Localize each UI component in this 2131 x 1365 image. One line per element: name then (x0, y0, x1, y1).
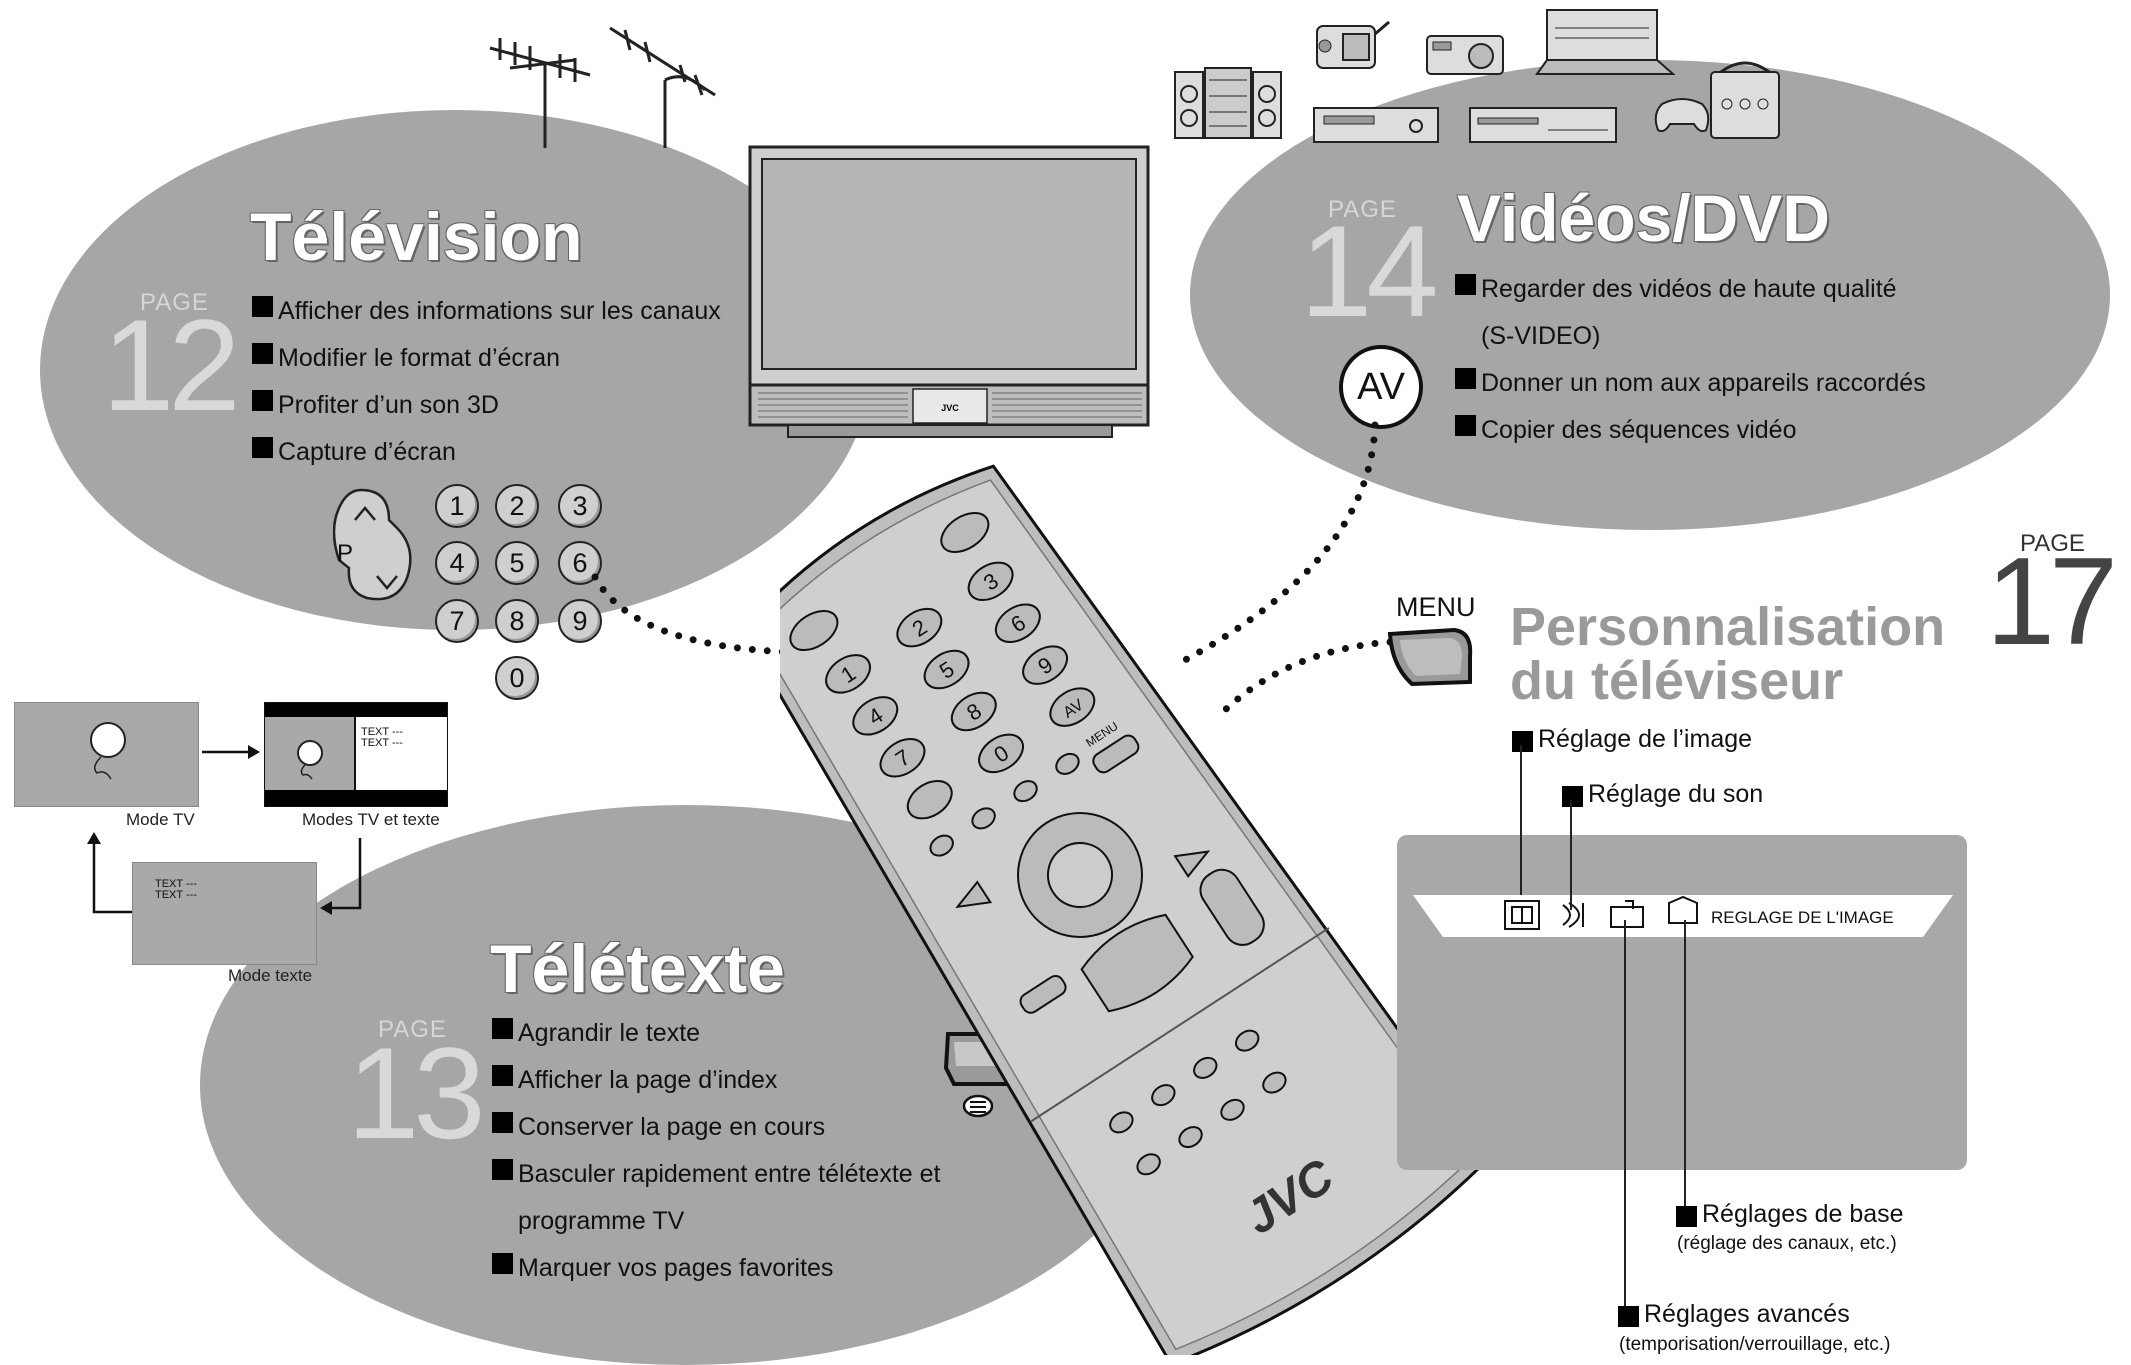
number-key: 4 (435, 541, 479, 585)
arrow-down-left-icon (320, 838, 362, 915)
tv-text-mode-text: TEXT --- TEXT --- (361, 726, 403, 749)
personnalisation-page-number: 17 (1986, 533, 2118, 671)
number-key: 8 (495, 599, 539, 643)
arrow-right-icon (202, 745, 260, 759)
teletext-feature: Afficher la page d’index (492, 1057, 940, 1104)
menu-bar: REGLAGE DE L'IMAGE (1413, 895, 1953, 937)
television-icon: JVC (748, 145, 1150, 438)
tv-mode-caption: Mode TV (126, 810, 195, 829)
number-key: 3 (558, 484, 602, 528)
tv-mode-screen (14, 702, 199, 807)
tv-text-mode-screen: TEXT --- TEXT --- (264, 702, 448, 807)
camera-icon (1426, 35, 1504, 75)
antenna-icon (489, 26, 716, 148)
reglages-base-label: Réglages de base (1676, 1200, 1904, 1229)
number-key: 0 (495, 656, 539, 700)
videos-title: Vidéos/DVD (1457, 181, 1830, 255)
teletext-feature: programme TV (518, 1207, 685, 1235)
text-mode-text: TEXT --- TEXT --- (155, 878, 197, 901)
dvd-player-icon (1469, 107, 1617, 143)
reglages-avances-label: Réglages avancés (1618, 1300, 1850, 1329)
number-key: 2 (495, 484, 539, 528)
videos-feature: Copier des séquences vidéo (1455, 407, 1926, 454)
teletext-page-label: PAGE (378, 1016, 447, 1043)
television-feature: Capture d’écran (252, 429, 721, 476)
program-label: P (337, 540, 354, 567)
arrow-up-icon (87, 832, 132, 914)
number-key: 9 (558, 599, 602, 643)
reglages-avances-sub: (temporisation/verrouillage, etc.) (1619, 1334, 1891, 1355)
reglage-son-label: Réglage du son (1562, 780, 1763, 809)
teletext-page-number: 13 (347, 1020, 486, 1166)
number-key: 5 (495, 541, 539, 585)
menu-bar-text: REGLAGE DE L'IMAGE (1711, 908, 1894, 927)
television-title: Télévision (250, 199, 583, 275)
videos-page-label: PAGE (1328, 196, 1397, 223)
television-page-number: 12 (102, 292, 241, 438)
reglage-image-label: Réglage de l’image (1512, 725, 1752, 754)
remote-control: 1 2 3 4 5 6 7 8 9 0 AV MENU JVC (780, 464, 1492, 1355)
menu-button-icon (1387, 627, 1473, 687)
tv-text-mode-caption: Modes TV et texte (302, 810, 440, 829)
number-key: 1 (435, 484, 479, 528)
menu-screen-panel (1397, 835, 1967, 1170)
tv-brand-label: JVC (941, 403, 959, 413)
reglages-base-sub: (réglage des canaux, etc.) (1677, 1233, 1897, 1254)
videos-feature: Regarder des vidéos de haute qualité (1455, 266, 1926, 313)
television-feature: Afficher des informations sur les canaux (252, 288, 721, 335)
television-page-label: PAGE (140, 289, 209, 316)
videos-page-number: 14 (1300, 198, 1439, 344)
television-feature: Modifier le format d’écran (252, 335, 721, 382)
base-connector (1684, 920, 1686, 1210)
teletext-feature: Basculer rapidement entre télétexte et (492, 1151, 940, 1198)
videos-feature: (S-VIDEO) (1481, 322, 1601, 350)
hifi-icon (1174, 67, 1282, 139)
teletext-feature: Agrandir le texte (492, 1010, 940, 1057)
laptop-icon (1535, 9, 1675, 75)
avances-connector (1624, 920, 1626, 1310)
teletext-title: Télétexte (490, 931, 785, 1007)
text-mode-caption: Mode texte (228, 966, 313, 985)
menu-label: MENU (1396, 592, 1476, 622)
personnalisation-page-label: PAGE (2020, 530, 2085, 557)
game-console-icon (1654, 98, 1710, 133)
personnalisation-title-line2: du téléviseur (1510, 651, 1844, 711)
teletext-feature: Conserver la page en cours (492, 1104, 940, 1151)
personnalisation-title-line1: Personnalisation (1510, 597, 1946, 657)
text-mode-screen: TEXT --- TEXT --- (132, 862, 317, 965)
television-feature-list: Afficher des informations sur les canaux… (252, 288, 721, 476)
av-button-icon: AV (1339, 345, 1423, 429)
television-feature: Profiter d’un son 3D (252, 382, 721, 429)
videos-feature: Donner un nom aux appareils raccordés (1455, 360, 1926, 407)
program-rocker-icon (333, 488, 412, 601)
son-connector (1570, 800, 1572, 910)
vcr-icon (1313, 107, 1439, 143)
number-key: 7 (435, 599, 479, 643)
teletext-feature-list: Agrandir le texte Afficher la page d’ind… (492, 1010, 940, 1292)
camcorder-icon (1316, 20, 1390, 69)
decoder-icon (1710, 61, 1780, 139)
videos-feature-list: Regarder des vidéos de haute qualité (S-… (1455, 266, 1926, 454)
image-connector (1520, 745, 1522, 895)
teletext-feature: Marquer vos pages favorites (492, 1245, 940, 1292)
